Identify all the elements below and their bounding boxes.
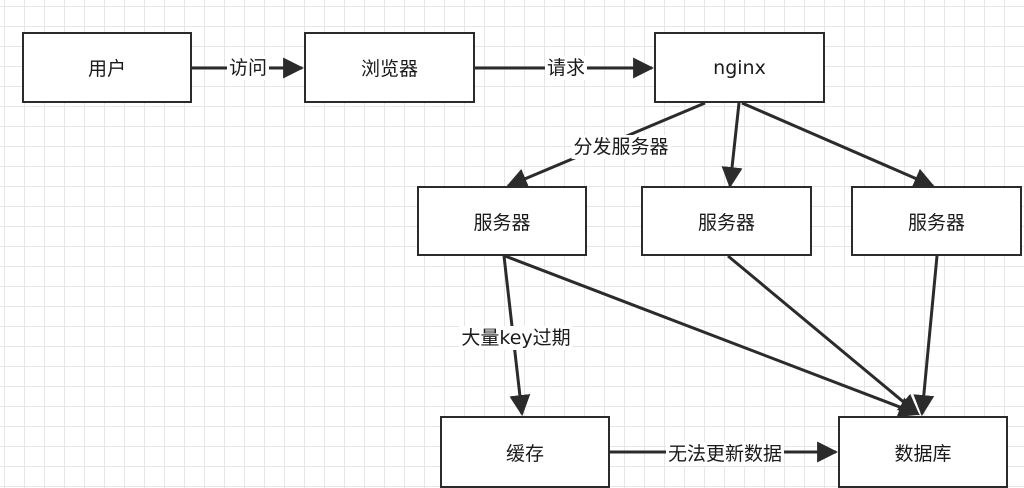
node-server-1[interactable]: 服务器 [417,186,587,256]
node-browser[interactable]: 浏览器 [304,32,475,103]
edge-nginx-server3 [741,101,935,189]
edge-server1-database [504,254,920,418]
node-cache[interactable]: 缓存 [440,416,610,488]
edge-label-cannot-update: 无法更新数据 [665,442,785,466]
edge-label-distribute: 分发服务器 [571,135,671,159]
edge-label-visit: 访问 [226,56,270,80]
edge-label-request: 请求 [544,56,588,80]
node-user[interactable]: 用户 [22,32,192,103]
node-server-2[interactable]: 服务器 [641,186,812,256]
edge-label-key-expire: 大量key过期 [459,326,573,350]
edge-nginx-server2 [721,102,743,189]
edge-server3-database [913,255,939,417]
node-server-3[interactable]: 服务器 [851,186,1022,256]
node-database[interactable]: 数据库 [838,416,1008,488]
node-nginx[interactable]: nginx [654,32,825,103]
edge-server2-database [727,254,920,416]
